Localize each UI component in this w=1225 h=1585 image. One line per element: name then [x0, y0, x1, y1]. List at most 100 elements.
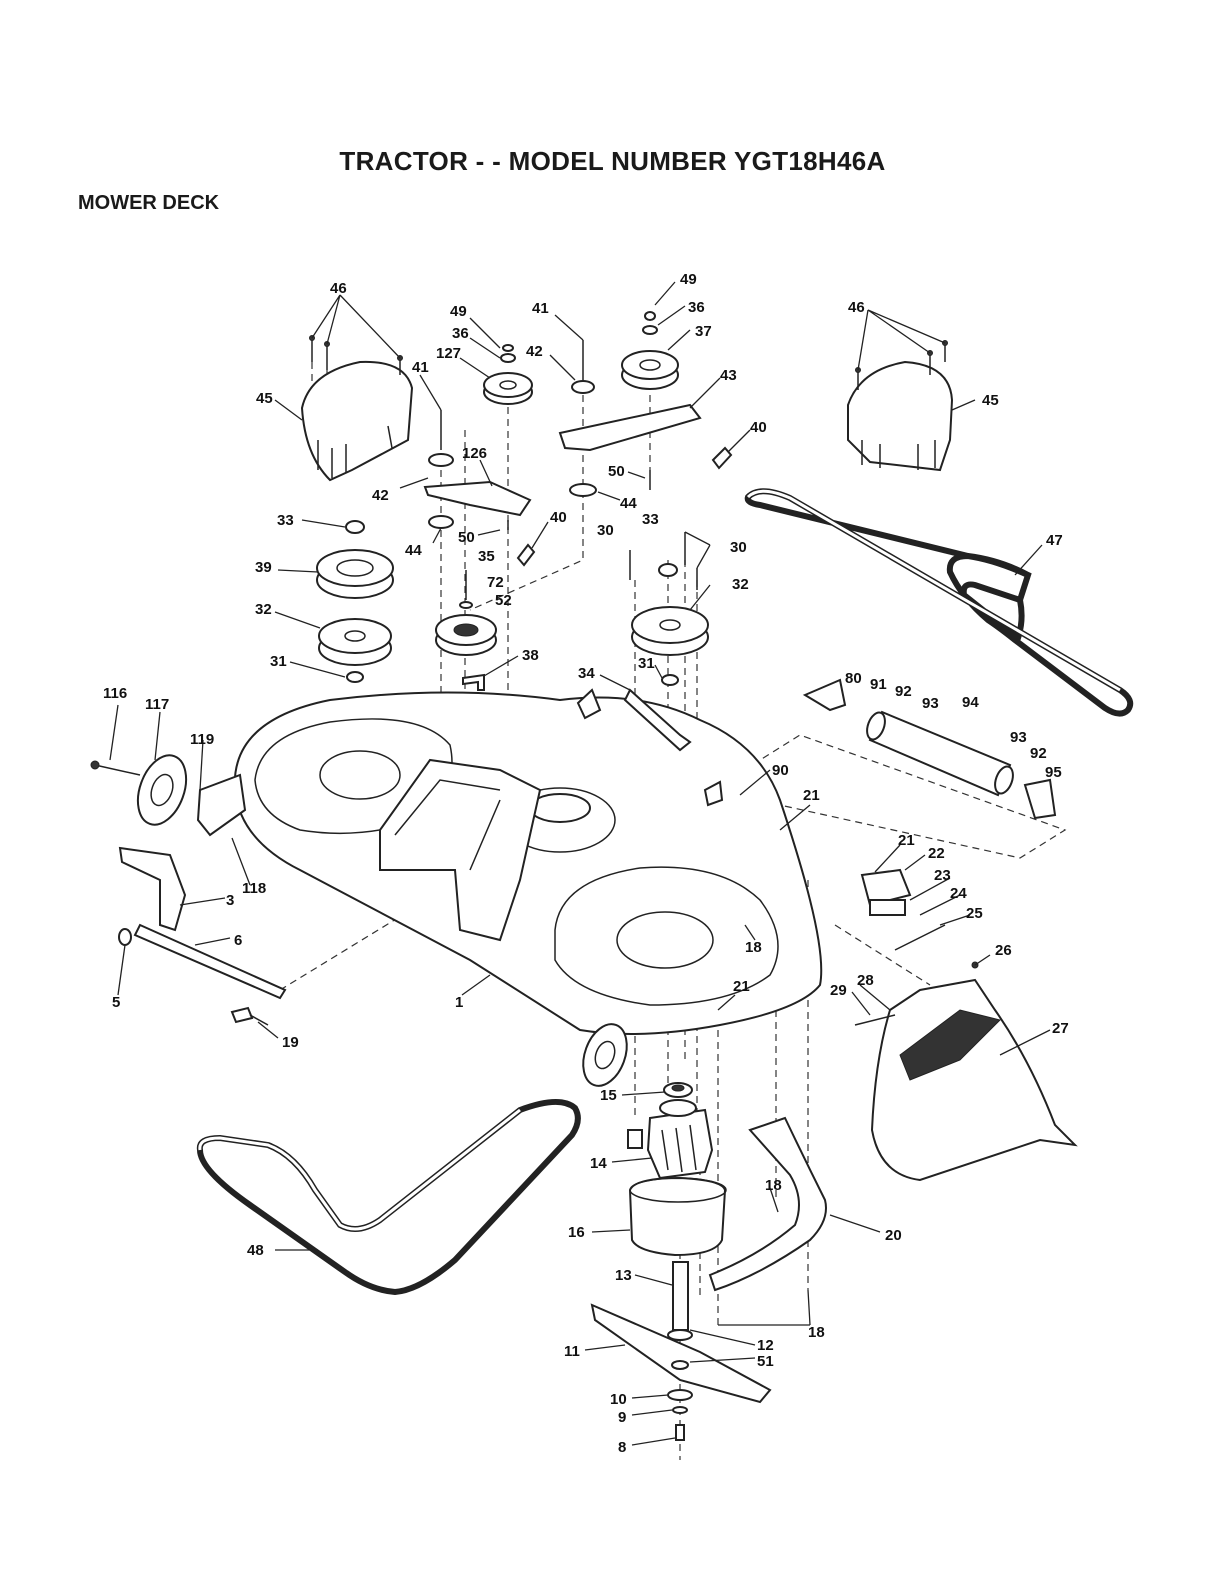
pulley-127: [484, 373, 532, 404]
idler-bracket-43: [560, 405, 700, 450]
callout-41-left: 41: [412, 359, 429, 376]
callout-22: 22: [928, 845, 945, 862]
callout-27: 27: [1052, 1020, 1069, 1037]
callout-3: 3: [226, 892, 234, 909]
callout-19: 19: [282, 1034, 299, 1051]
spindle-shaft-13: [668, 1262, 692, 1340]
callout-47: 47: [1046, 532, 1063, 549]
callout-34: 34: [578, 665, 595, 682]
callout-13: 13: [615, 1267, 632, 1284]
roller-94: [864, 710, 1017, 796]
callout-92-bottom: 92: [1030, 745, 1047, 762]
callout-20: 20: [885, 1227, 902, 1244]
callout-119: 119: [190, 731, 214, 748]
callout-40-top: 40: [750, 419, 767, 436]
callout-45-right: 45: [982, 392, 999, 409]
belt-cover-right: [848, 362, 952, 470]
callout-80: 80: [845, 670, 862, 687]
callout-42-left: 42: [372, 487, 389, 504]
callout-51: 51: [757, 1353, 774, 1370]
callout-12: 12: [757, 1337, 774, 1354]
callout-5: 5: [112, 994, 120, 1011]
callout-116: 116: [103, 685, 127, 702]
callout-33-left: 33: [277, 512, 294, 529]
callout-26: 26: [995, 942, 1012, 959]
callout-24: 24: [950, 885, 967, 902]
belt-cover-left: [302, 362, 412, 480]
callout-44-left: 44: [405, 542, 422, 559]
wheel-bracket-119: [198, 775, 245, 835]
callout-15: 15: [600, 1087, 617, 1104]
callout-33-right: 33: [642, 511, 659, 528]
callout-35: 35: [478, 548, 495, 565]
pulley-39: [317, 550, 393, 598]
callout-31-right: 31: [638, 655, 655, 672]
callout-46-right: 46: [848, 299, 865, 316]
callout-50-top: 50: [608, 463, 625, 480]
callout-44-right: 44: [620, 495, 637, 512]
callout-1: 1: [455, 994, 463, 1011]
callout-32-right: 32: [732, 576, 749, 593]
callout-9: 9: [618, 1409, 626, 1426]
callout-49-left: 49: [450, 303, 467, 320]
callout-14: 14: [590, 1155, 607, 1172]
callout-126: 126: [462, 445, 487, 462]
callout-117: 117: [145, 696, 169, 713]
callout-52: 52: [495, 592, 512, 609]
callout-28: 28: [857, 972, 874, 989]
callout-21-mid: 21: [898, 832, 915, 849]
callout-72: 72: [487, 574, 504, 591]
callout-90: 90: [772, 762, 789, 779]
callout-36-right: 36: [688, 299, 705, 316]
front-hanger-3: [120, 848, 185, 930]
callout-21-top: 21: [803, 787, 820, 804]
callout-49-right: 49: [680, 271, 697, 288]
callout-18-bottom: 18: [808, 1324, 825, 1341]
callout-118: 118: [242, 880, 266, 897]
callout-30-right: 30: [730, 539, 747, 556]
spacer-16: [630, 1178, 726, 1255]
gauge-wheel-left: [91, 749, 195, 832]
callout-39: 39: [255, 559, 272, 576]
callout-92-top: 92: [895, 683, 912, 700]
callout-93-top: 93: [922, 695, 939, 712]
callout-127: 127: [436, 345, 461, 362]
pulley-32-left: [319, 619, 391, 665]
callout-45-left: 45: [256, 390, 273, 407]
bolt-19: [232, 1008, 268, 1025]
callout-29: 29: [830, 982, 847, 999]
callout-37: 37: [695, 323, 712, 340]
bearing-15: [664, 1083, 692, 1097]
callout-31-left: 31: [270, 653, 287, 670]
callout-23: 23: [934, 867, 951, 884]
pulley-37: [622, 351, 678, 389]
callout-43: 43: [720, 367, 737, 384]
callout-6: 6: [234, 932, 242, 949]
callout-95: 95: [1045, 764, 1062, 781]
callout-11: 11: [564, 1343, 580, 1360]
callout-50-mid: 50: [458, 529, 475, 546]
callout-8: 8: [618, 1439, 626, 1456]
pulley-52: [436, 615, 496, 655]
callout-36-left: 36: [452, 325, 469, 342]
belt-48: [200, 1102, 578, 1292]
callout-46-left: 46: [330, 280, 347, 297]
spindle-housing-14: [628, 1100, 712, 1178]
callout-48: 48: [247, 1242, 264, 1259]
link-rod-6: [119, 925, 285, 998]
callout-42-mid: 42: [526, 343, 543, 360]
callout-91: 91: [870, 676, 887, 693]
callout-94: 94: [962, 694, 979, 711]
discharge-chute-27: [872, 980, 1075, 1180]
belt-47: [748, 491, 1130, 713]
callout-40-mid: 40: [550, 509, 567, 526]
callout-18-lower: 18: [765, 1177, 782, 1194]
callout-21-bottom: 21: [733, 978, 750, 995]
callout-30-left: 30: [597, 522, 614, 539]
callout-38: 38: [522, 647, 539, 664]
callout-41-mid: 41: [532, 300, 549, 317]
callout-18-mid: 18: [745, 939, 762, 956]
callout-93-bottom: 93: [1010, 729, 1027, 746]
pulley-32-right: [632, 607, 708, 655]
